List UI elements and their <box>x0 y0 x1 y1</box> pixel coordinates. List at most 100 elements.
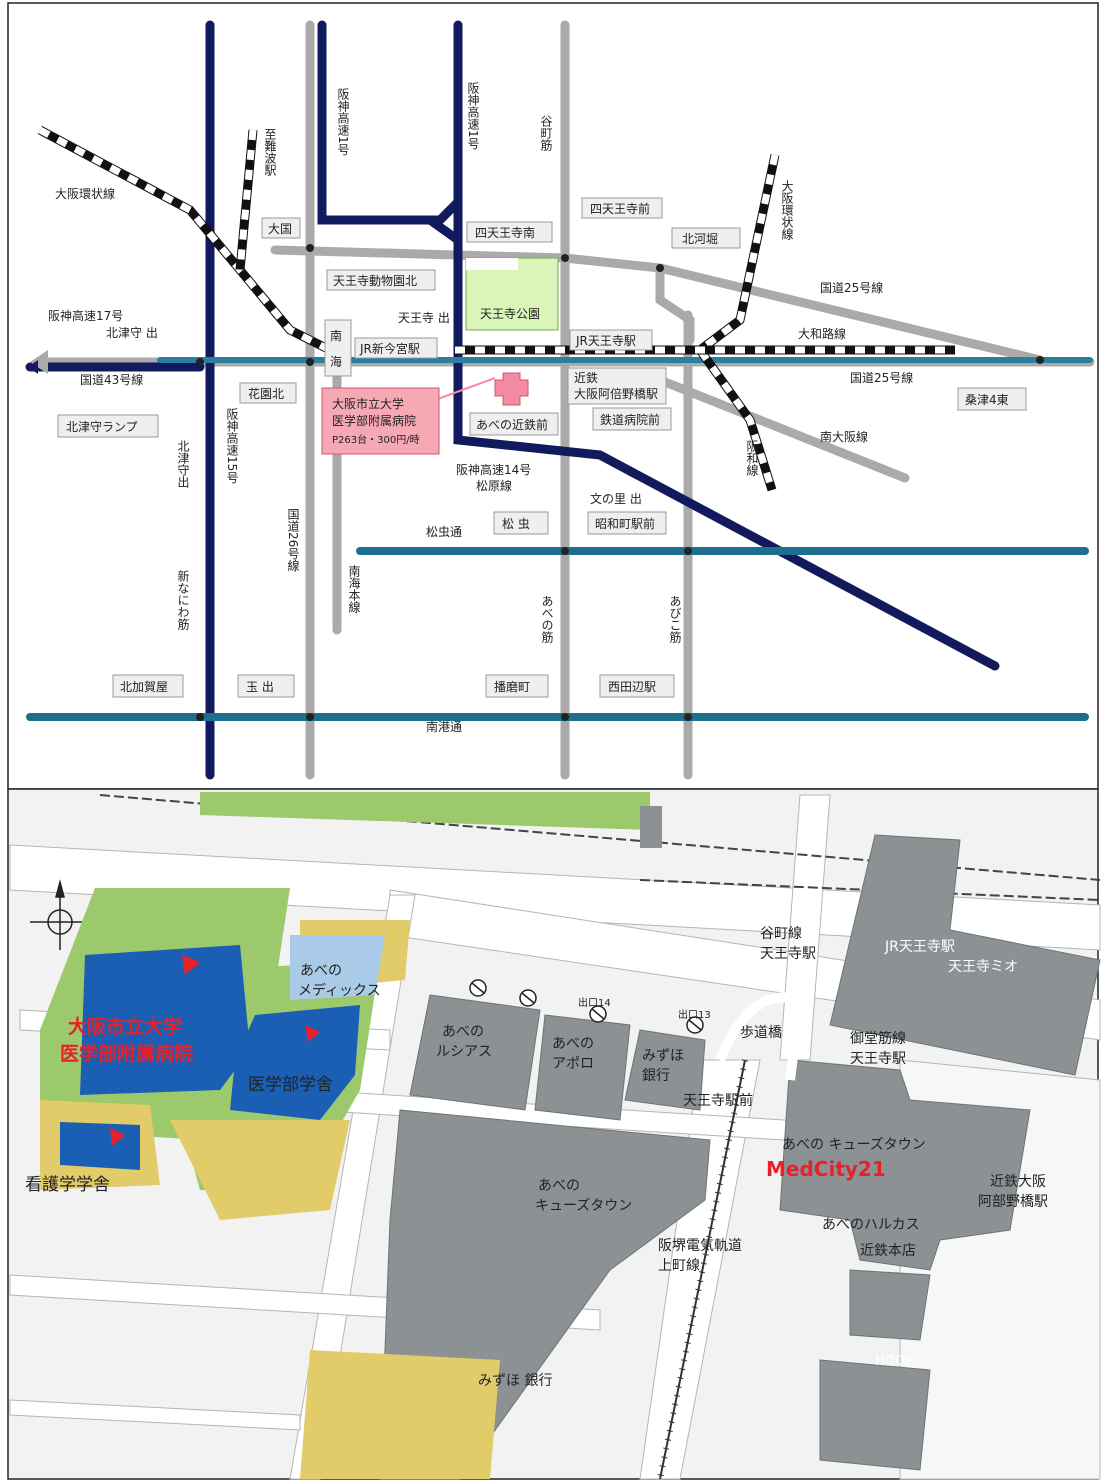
tanimachi-label-2: 天王寺駅 <box>760 946 816 962</box>
svg-text:北津守 出: 北津守 出 <box>106 326 158 340</box>
overview-map: 天王寺公園 大阪市立大学 医学部附属病院 P263台・300円/時 大国 天王寺… <box>7 2 1099 790</box>
svg-text:南港通: 南港通 <box>426 719 462 734</box>
svg-text:至難波駅: 至難波駅 <box>263 128 277 177</box>
midosuji-label-1: 御堂筋線 <box>850 1030 906 1047</box>
station-nankai: 南海 <box>324 319 352 377</box>
ito-yokado-label: みずほ 銀行 <box>478 1373 552 1389</box>
svg-text:国道25号線: 国道25号線 <box>850 370 913 385</box>
station-kitakagaya: 北加賀屋 <box>112 674 184 698</box>
lucias-label-1: あべの <box>442 1024 484 1040</box>
station-shitennoji-minami: 四天王寺南 <box>466 221 553 243</box>
svg-text:あべの近鉄前: あべの近鉄前 <box>476 417 548 432</box>
svg-text:阪神高速1号: 阪神高速1号 <box>336 88 350 156</box>
station-harimacho: 播磨町 <box>485 674 549 698</box>
station-nishitanabe: 西田辺駅 <box>599 674 675 698</box>
svg-text:国道26号線: 国道26号線 <box>286 508 300 571</box>
detail-map: 大阪市立大学 医学部附属病院 医学部学舎 看護学学舎 あべの メディックス あべ… <box>7 788 1101 1480</box>
hodokyo-label: 歩道橋 <box>740 1025 782 1041</box>
svg-text:国道43号線: 国道43号線 <box>80 372 143 387</box>
tanimachi-label-1: 谷町線 <box>760 926 802 942</box>
tennoji-park-label: 天王寺公園 <box>480 307 540 321</box>
svg-text:南海本線: 南海本線 <box>347 564 361 613</box>
hoop-label: 近鉄本店 <box>860 1243 916 1259</box>
mio-label-1: JR天王寺駅 <box>884 939 955 955</box>
svg-text:天王寺動物園北: 天王寺動物園北 <box>333 274 417 288</box>
and-label: HOOP <box>875 1354 913 1369</box>
svg-text:大国: 大国 <box>268 222 292 236</box>
medix-label-1: あべの <box>300 963 342 979</box>
harukas-label: あべの キューズタウン <box>782 1137 926 1153</box>
svg-text:西田辺駅: 西田辺駅 <box>608 680 656 694</box>
station-matsumushi: 松 虫 <box>493 511 549 535</box>
station-jr-shin-imamiya: JR新今宮駅 <box>354 337 438 359</box>
svg-text:昭和町駅前: 昭和町駅前 <box>595 516 655 531</box>
svg-text:四天王寺南: 四天王寺南 <box>475 225 535 240</box>
station-daikoku: 大国 <box>261 217 301 239</box>
tennoji-ekimae-label: 天王寺駅前 <box>683 1092 753 1109</box>
svg-text:阪和線: 阪和線 <box>745 440 759 476</box>
hankai-label-1: 阪堺電気軌道 <box>658 1238 742 1254</box>
kintetsu-label-1: 近鉄大阪 <box>990 1174 1046 1190</box>
compass-icon <box>30 879 90 950</box>
hospital-info-box <box>321 387 440 455</box>
svg-text:阪神高速15号: 阪神高速15号 <box>225 408 239 484</box>
svg-text:四天王寺前: 四天王寺前 <box>590 201 650 216</box>
station-showacho: 昭和町駅前 <box>587 511 667 535</box>
svg-text:あべの筋: あべの筋 <box>540 595 554 644</box>
svg-text:玉 出: 玉 出 <box>246 680 274 694</box>
apollo-label-1: あべの <box>552 1036 594 1052</box>
station-kitatsumori-ramp: 北津守ランプ <box>57 414 159 438</box>
hospital-name-2: 医学部附属病院 <box>332 413 416 428</box>
station-tennoji-zoo-north: 天王寺動物園北 <box>326 269 436 291</box>
hospital-cross-icon <box>494 372 529 406</box>
apollo-label-2: アポロ <box>552 1056 594 1072</box>
svg-text:花園北: 花園北 <box>248 386 284 401</box>
svg-text:阪神高速1号: 阪神高速1号 <box>466 82 480 150</box>
lucias-label-2: ルシアス <box>436 1044 492 1060</box>
hospital-name-1: 大阪市立大学 <box>332 396 404 411</box>
svg-text:北加賀屋: 北加賀屋 <box>120 680 168 694</box>
svg-text:あびこ筋: あびこ筋 <box>668 595 682 644</box>
medix-label-2: メディックス <box>298 982 381 999</box>
overview-vertical-labels: 至難波駅 阪神高速1号 阪神高速1号 谷町筋 大阪環状線 阪神高速15号 北津守… <box>176 82 794 644</box>
hospital-parking: P263台・300円/時 <box>332 433 420 446</box>
svg-text:南: 南 <box>330 328 342 343</box>
svg-text:海: 海 <box>330 354 342 369</box>
svg-text:阪神高速14号: 阪神高速14号 <box>456 462 531 477</box>
svg-text:播磨町: 播磨町 <box>494 680 530 694</box>
svg-text:北津守出: 北津守出 <box>176 440 190 488</box>
svg-text:文の里 出: 文の里 出 <box>590 491 642 506</box>
cues-label-1: あべの <box>538 1178 580 1194</box>
svg-text:天王寺 出: 天王寺 出 <box>398 311 450 325</box>
medical-school-label: 医学部学舎 <box>248 1075 333 1095</box>
overview-labels: 大阪環状線 国道25号線 大和路線 国道25号線 阪神高速17号 北津守 出 国… <box>48 186 913 734</box>
svg-text:新なにわ筋: 新なにわ筋 <box>176 569 190 631</box>
svg-text:JR新今宮駅: JR新今宮駅 <box>359 341 420 356</box>
svg-text:JR天王寺駅: JR天王寺駅 <box>575 334 636 348</box>
hospital-label-2: 医学部附属病院 <box>60 1042 193 1065</box>
kintetsu-label-2: 阿部野橋駅 <box>978 1194 1048 1210</box>
mizuho-label-2: 銀行 <box>642 1068 670 1084</box>
station-tamade: 玉 出 <box>237 674 295 698</box>
svg-text:阪神高速17号: 阪神高速17号 <box>48 308 123 323</box>
svg-text:谷町筋: 谷町筋 <box>539 115 553 152</box>
svg-text:北河堀: 北河堀 <box>682 231 718 246</box>
station-hanazono-kita: 花園北 <box>239 382 297 404</box>
svg-text:大和路線: 大和路線 <box>798 326 846 341</box>
svg-text:鉄道病院前: 鉄道病院前 <box>600 412 660 427</box>
svg-text:松虫通: 松虫通 <box>426 525 462 539</box>
station-boxes: 大国 天王寺動物園北 四天王寺南 四天王寺前 北河堀 南海 JR新今宮駅 JR天… <box>57 197 1027 698</box>
station-kuwazu-4-higashi: 桑津4東 <box>957 387 1027 411</box>
svg-text:国道25号線: 国道25号線 <box>820 280 883 295</box>
station-kitakawahori: 北河堀 <box>671 227 741 249</box>
exit13-label: 出口13 <box>678 1008 711 1021</box>
svg-text:北津守ランプ: 北津守ランプ <box>66 420 138 434</box>
svg-text:近鉄: 近鉄 <box>574 370 598 385</box>
station-shitennoji-mae: 四天王寺前 <box>581 197 663 219</box>
subway-exit-icons <box>469 979 704 1034</box>
mizuho-label-1: みずほ <box>642 1048 684 1064</box>
station-abeno-kintetsu-mae: あべの近鉄前 <box>469 412 559 436</box>
svg-text:松原線: 松原線 <box>476 478 512 493</box>
